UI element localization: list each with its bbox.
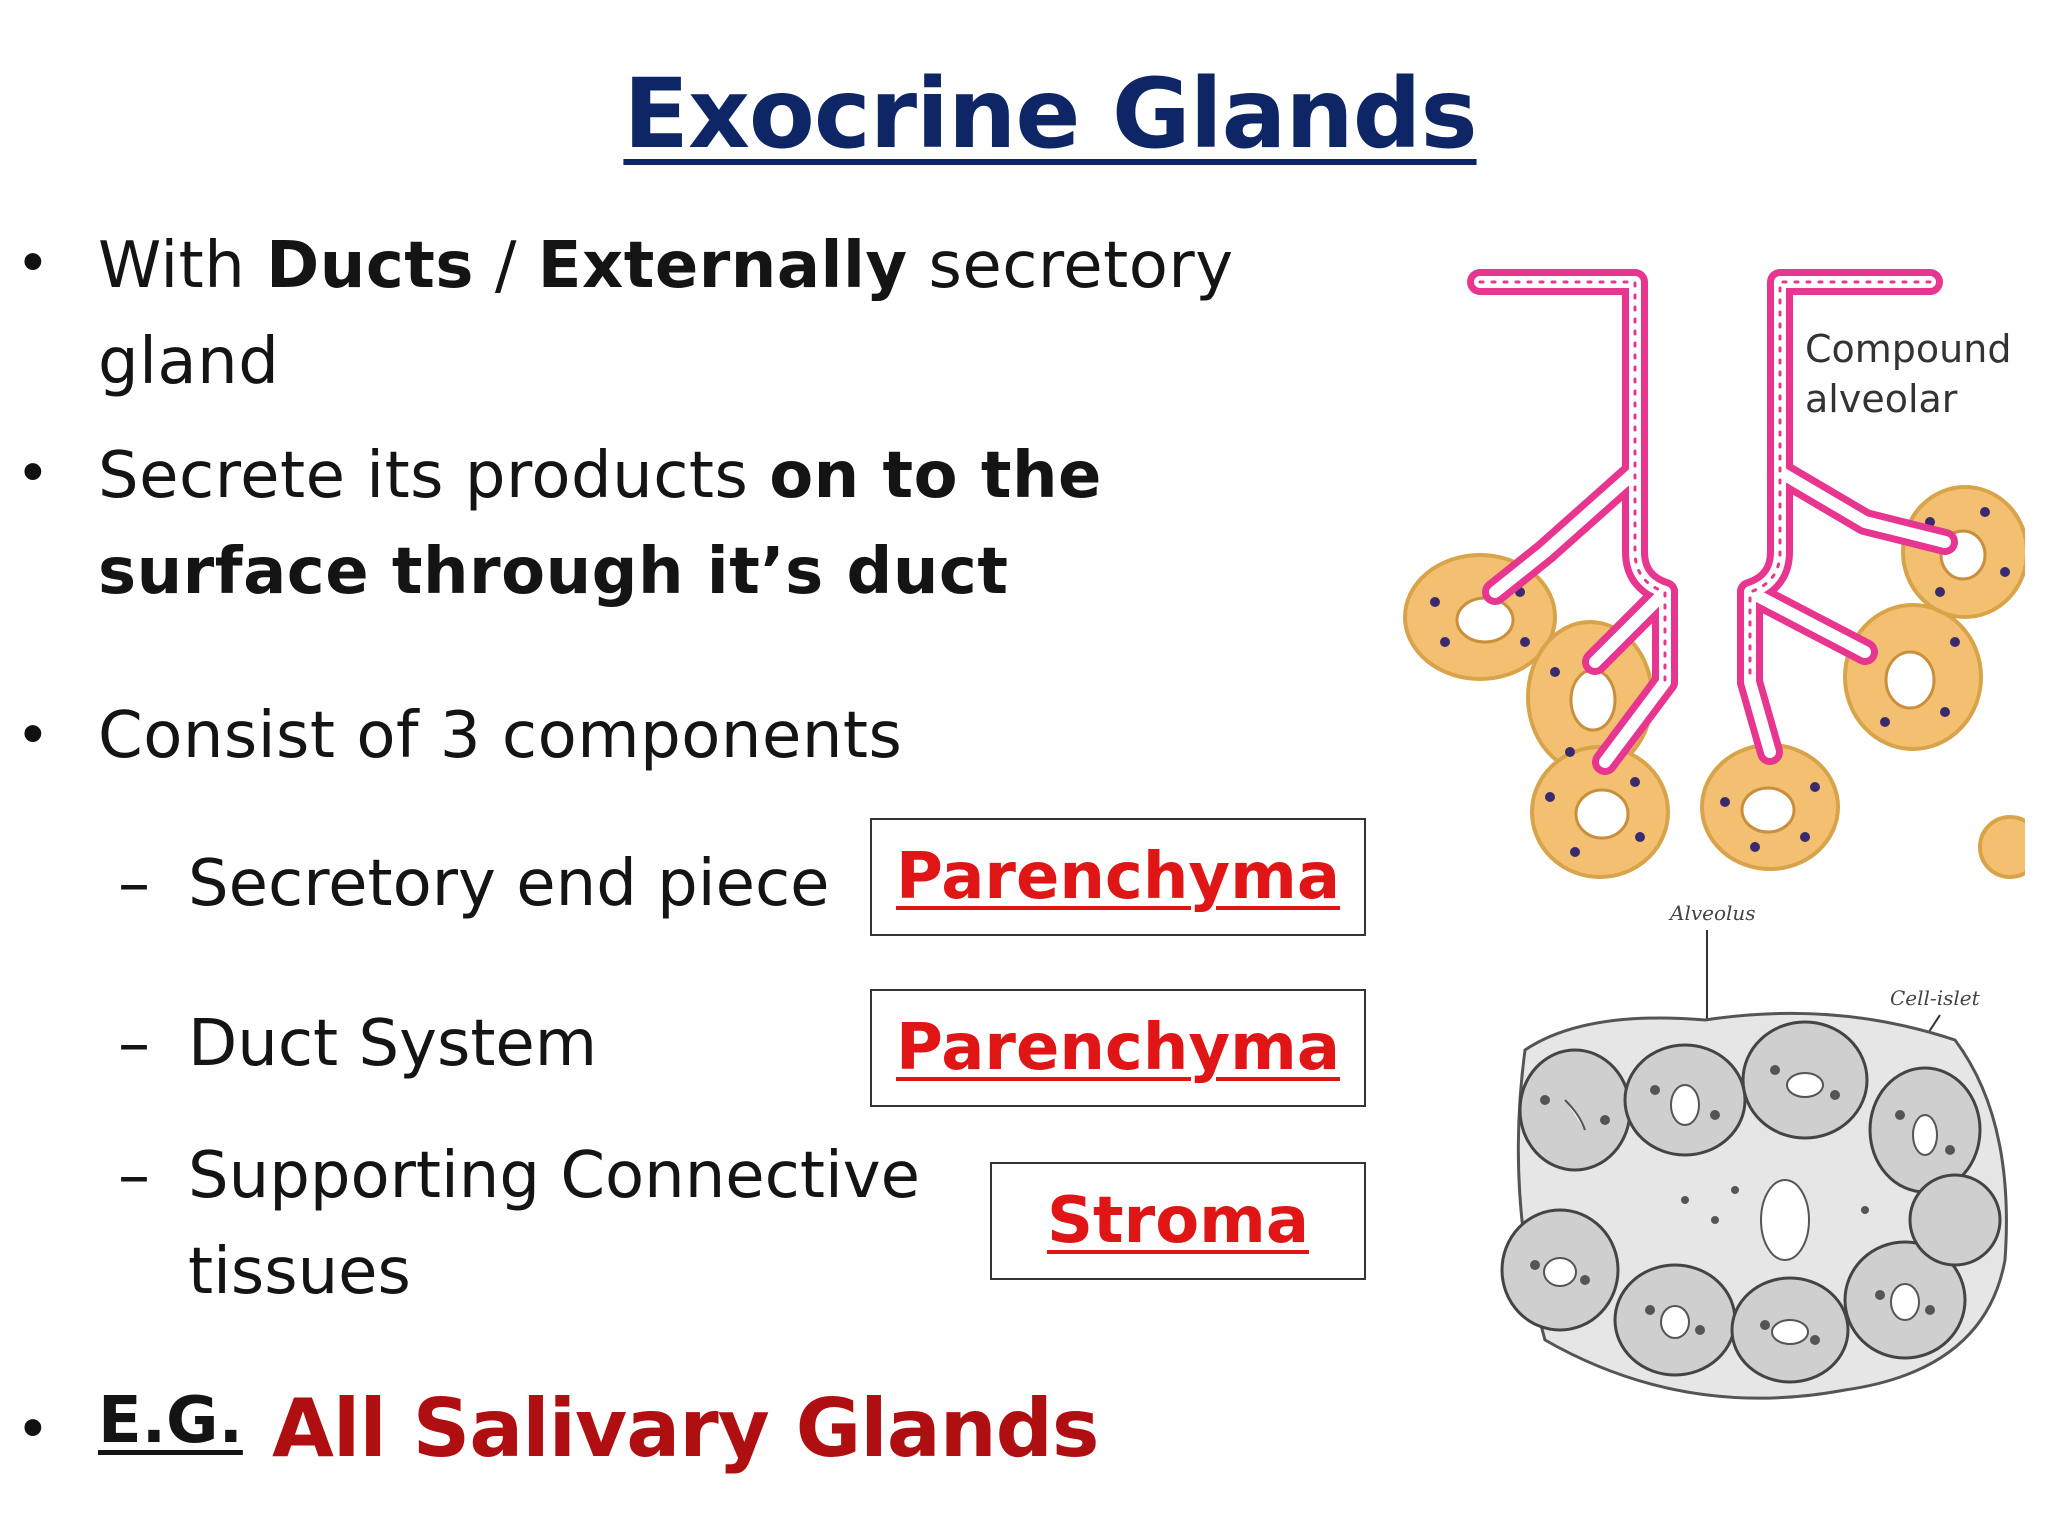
bullet-bold: on to the — [769, 439, 1102, 513]
tag-box: Parenchyma — [870, 989, 1366, 1107]
bullet-ducts: With Ducts / Externally secretory gland — [98, 218, 1234, 410]
slide-title: Exocrine Glands — [623, 58, 1477, 170]
component-label: Supporting Connective tissues — [188, 1128, 920, 1320]
component-dash: – — [118, 1007, 150, 1081]
component-label-line1: Supporting Connective — [188, 1139, 920, 1213]
component-label-line2: tissues — [188, 1235, 411, 1309]
bullet-dot: • — [22, 699, 44, 768]
component-dash: – — [118, 847, 150, 921]
figure2-label-cell-islet: Cell-islet — [1890, 986, 1981, 1010]
bullet-bold: Ducts — [266, 229, 474, 303]
tag-box: Stroma — [990, 1162, 1366, 1280]
bullet-text: Secrete its products — [98, 439, 770, 513]
bullet-components: Consist of 3 components — [98, 688, 902, 784]
tag-label: Parenchyma — [896, 840, 1340, 914]
bullet-text: secretory — [907, 229, 1234, 303]
histology-drawing: Alveolus Cell-islet — [1500, 901, 2008, 1400]
compound-alveolar-diagram: Compound alveolar — [1403, 269, 2025, 879]
example-text: All Salivary Glands — [272, 1382, 1100, 1475]
component-label: Secretory end piece — [188, 847, 830, 921]
figure2-label-alveolus: Alveolus — [1668, 901, 1756, 925]
bullet-text: With — [98, 229, 267, 303]
component-label: Duct System — [188, 1007, 598, 1081]
bullet-bold: surface through it’s duct — [98, 535, 1009, 609]
bullet-dot: • — [22, 437, 44, 506]
bullet-dot: • — [22, 227, 44, 296]
bullet-dot: • — [22, 1393, 44, 1462]
bullet-text: gland — [98, 325, 280, 399]
bullet-text: Consist of 3 components — [98, 699, 903, 773]
tag-box: Parenchyma — [870, 818, 1366, 936]
example-prefix: E.G. — [98, 1384, 243, 1458]
figure1-label-compound: Compound — [1805, 327, 2011, 371]
figure1-label-alveolar: alveolar — [1805, 377, 1958, 421]
bullet-text: / — [473, 229, 538, 303]
tag-label: Stroma — [1046, 1184, 1310, 1258]
component-dash: – — [118, 1139, 150, 1213]
tag-label: Parenchyma — [896, 1011, 1340, 1085]
bullet-bold: Externally — [537, 229, 908, 303]
bullet-secrete: Secrete its products on to the surface t… — [98, 428, 1102, 620]
